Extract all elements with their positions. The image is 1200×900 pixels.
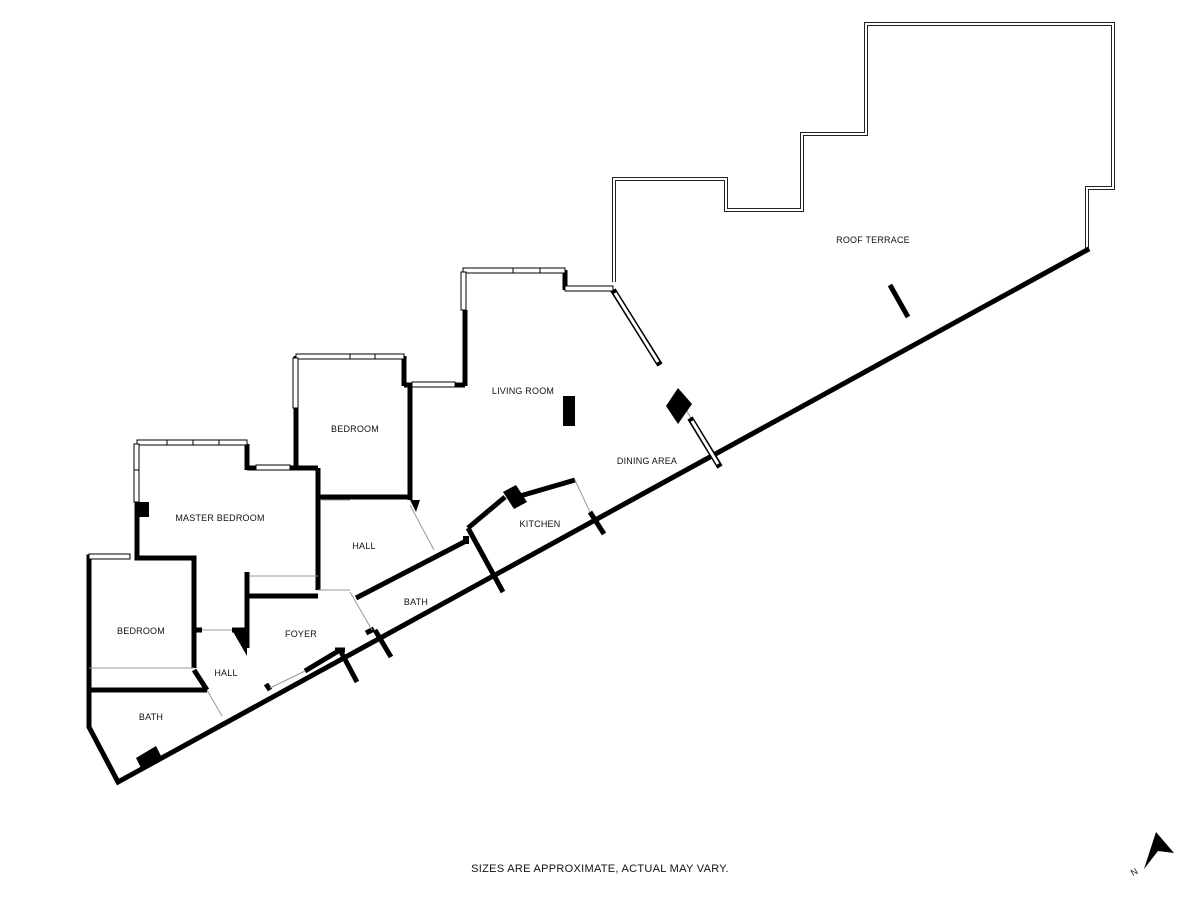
windows — [88, 267, 614, 560]
label-hall-upper: HALL — [352, 541, 376, 551]
label-kitchen: KITCHEN — [519, 519, 561, 529]
label-dining-area: DINING AREA — [616, 456, 678, 466]
label-bath-middle: BATH — [403, 597, 429, 607]
disclaimer-text: SIZES ARE APPROXIMATE, ACTUAL MAY VARY. — [471, 863, 729, 875]
label-bedroom-upper: BEDROOM — [331, 424, 379, 434]
fixtures — [136, 283, 911, 770]
label-bedroom-lower: BEDROOM — [117, 626, 165, 636]
exterior-wall-diagonal — [114, 246, 1091, 786]
window-dividers — [134, 268, 541, 471]
label-roof-terrace: ROOF TERRACE — [836, 235, 910, 245]
label-living-room: LIVING ROOM — [491, 386, 555, 396]
north-arrow-icon — [1144, 832, 1174, 869]
label-foyer: FOYER — [284, 629, 318, 639]
label-master-bedroom: MASTER BEDROOM — [175, 513, 265, 523]
label-bath-lower: BATH — [138, 712, 164, 722]
label-hall-lower: HALL — [214, 668, 238, 678]
